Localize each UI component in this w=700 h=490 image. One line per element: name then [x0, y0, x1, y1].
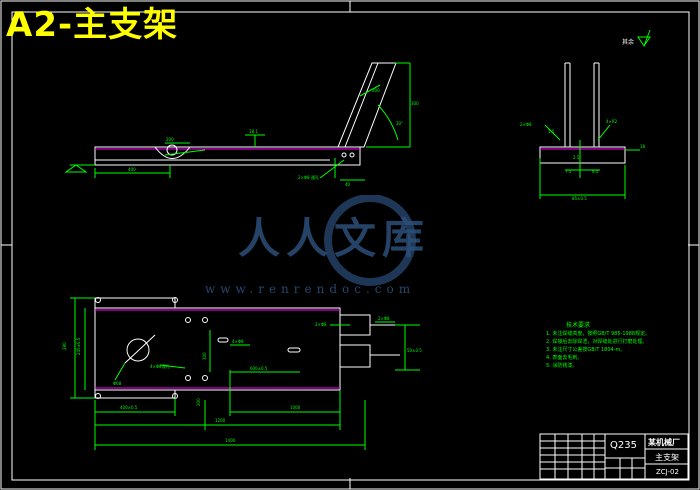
watermark-logo-icon [324, 195, 416, 286]
svg-text:18: 18 [640, 144, 646, 149]
title-block-part-name: 主支架 [655, 453, 679, 462]
svg-text:2×Φ8: 2×Φ8 [520, 122, 532, 127]
front-view: 400 200 18.1 200 30° 300 2×Φ8 通孔 40 [64, 62, 419, 187]
technical-notes-heading: 技术要求 [566, 322, 591, 329]
svg-text:280: 280 [62, 342, 67, 350]
watermark-url: www.renrendoc.com [205, 282, 416, 296]
svg-text:1000: 1000 [290, 405, 301, 410]
technical-note: 4. 表面去毛刺。 [546, 355, 583, 361]
svg-text:600±0.5: 600±0.5 [250, 366, 268, 371]
svg-text:245±0.5: 245±0.5 [76, 337, 81, 355]
title-block-grid [539, 433, 689, 480]
svg-text:18.1: 18.1 [249, 129, 258, 134]
svg-text:7.5: 7.5 [565, 169, 572, 174]
technical-note: 1. 未注焊缝高度，按照GB/T 985-1988规定。 [546, 331, 651, 337]
technical-note: 3. 未注尺寸公差按GB/T 1804-m。 [546, 347, 626, 353]
svg-text:1200: 1200 [215, 418, 226, 423]
svg-text:200: 200 [372, 88, 380, 93]
svg-text:4×Φ8通孔: 4×Φ8通孔 [150, 363, 170, 369]
svg-text:1400: 1400 [225, 438, 236, 443]
svg-text:200: 200 [196, 398, 201, 406]
svg-text:2.5: 2.5 [573, 155, 580, 160]
watermark-logo-text: 人人文库 [238, 214, 431, 263]
roughness-note: 其余 [622, 39, 635, 46]
svg-text:300: 300 [411, 101, 419, 106]
svg-text:30°: 30° [396, 121, 403, 126]
svg-text:Φ68: Φ68 [113, 381, 122, 386]
svg-text:2×Φ8: 2×Φ8 [378, 316, 390, 321]
side-view: 2×Φ8 1.5 4×R2 2.5 7.5 6.5 85±0.5 18 [520, 29, 651, 201]
title-block-material: Q235 [610, 440, 637, 451]
svg-text:40: 40 [345, 182, 351, 187]
svg-text:4×R2: 4×R2 [606, 119, 618, 124]
drawing-title: A2-主支架 [6, 5, 179, 45]
technical-note: 2. 焊接后去除焊渣，对焊缝处进行打磨处理。 [546, 339, 648, 345]
title-block-company: 某机械厂 [648, 438, 680, 447]
title-block-drawing-number: ZCJ-02 [656, 468, 679, 476]
svg-text:50±0.5: 50±0.5 [407, 348, 422, 353]
svg-text:100: 100 [202, 352, 207, 360]
svg-text:1.5: 1.5 [548, 129, 555, 134]
svg-text:85±0.5: 85±0.5 [572, 196, 587, 201]
svg-text:400: 400 [128, 167, 136, 172]
svg-text:400±0.5: 400±0.5 [120, 405, 138, 410]
svg-text:2×Φ8: 2×Φ8 [315, 322, 327, 327]
svg-text:4×Φ8: 4×Φ8 [232, 339, 244, 344]
svg-text:200: 200 [166, 137, 174, 142]
svg-text:6.5: 6.5 [592, 169, 599, 174]
technical-note: 5. 涂防锈漆。 [546, 363, 578, 369]
svg-text:2×Φ8 通孔: 2×Φ8 通孔 [298, 174, 319, 180]
top-view: 280 245±0.5 1400 1200 1000 400±0.5 200 6… [62, 297, 422, 450]
